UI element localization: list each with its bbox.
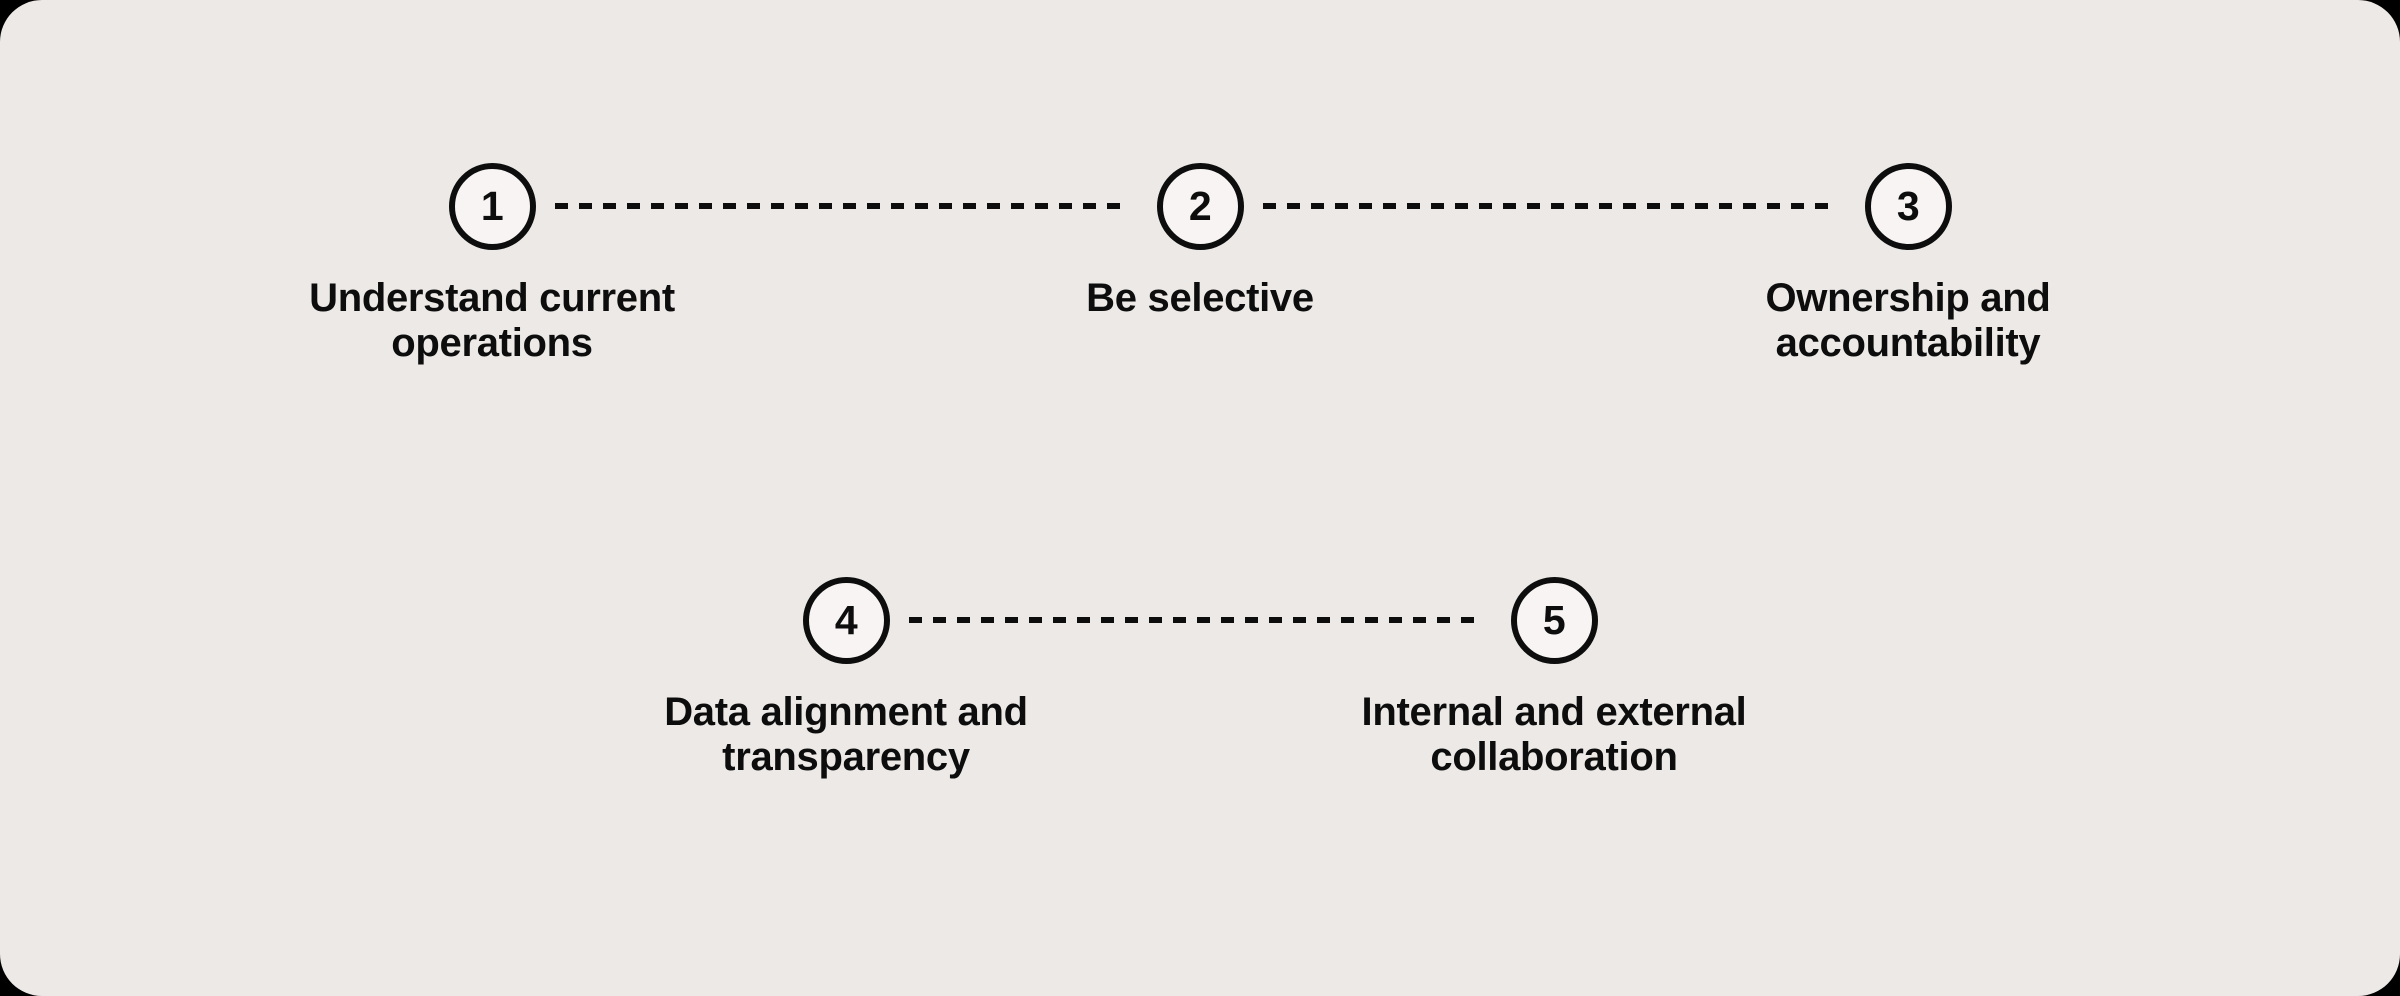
step-circle-4[interactable]: 4 <box>802 577 890 664</box>
step-label-4: Data alignment and transparency <box>664 690 1028 779</box>
step-label-5: Internal and external collaboration <box>1361 690 1747 779</box>
step-circle-5[interactable]: 5 <box>1510 577 1598 664</box>
step-node-5[interactable]: 5 Internal and external collaboration <box>1334 577 1774 780</box>
step-label-2: Be selective <box>1086 276 1314 320</box>
step-label-3: Ownership and accountability <box>1765 276 2051 365</box>
connector-4-to-5 <box>909 617 1479 623</box>
step-number-3: 3 <box>1896 183 1920 229</box>
step-circle-3[interactable]: 3 <box>1864 163 1952 250</box>
step-label-1: Understand current operations <box>309 276 675 365</box>
step-circle-1[interactable]: 1 <box>448 163 536 250</box>
step-number-4: 4 <box>834 597 858 643</box>
connector-2-to-3 <box>1263 203 1833 209</box>
step-circle-2[interactable]: 2 <box>1156 163 1244 250</box>
connector-1-to-2 <box>555 203 1125 209</box>
step-number-1: 1 <box>480 183 504 229</box>
step-node-1[interactable]: 1 Understand current operations <box>272 163 712 366</box>
step-node-4[interactable]: 4 Data alignment and transparency <box>626 577 1066 780</box>
step-number-5: 5 <box>1542 597 1566 643</box>
step-node-2[interactable]: 2 Be selective <box>980 163 1420 321</box>
step-number-2: 2 <box>1188 183 1212 229</box>
step-node-3[interactable]: 3 Ownership and accountability <box>1688 163 2128 366</box>
